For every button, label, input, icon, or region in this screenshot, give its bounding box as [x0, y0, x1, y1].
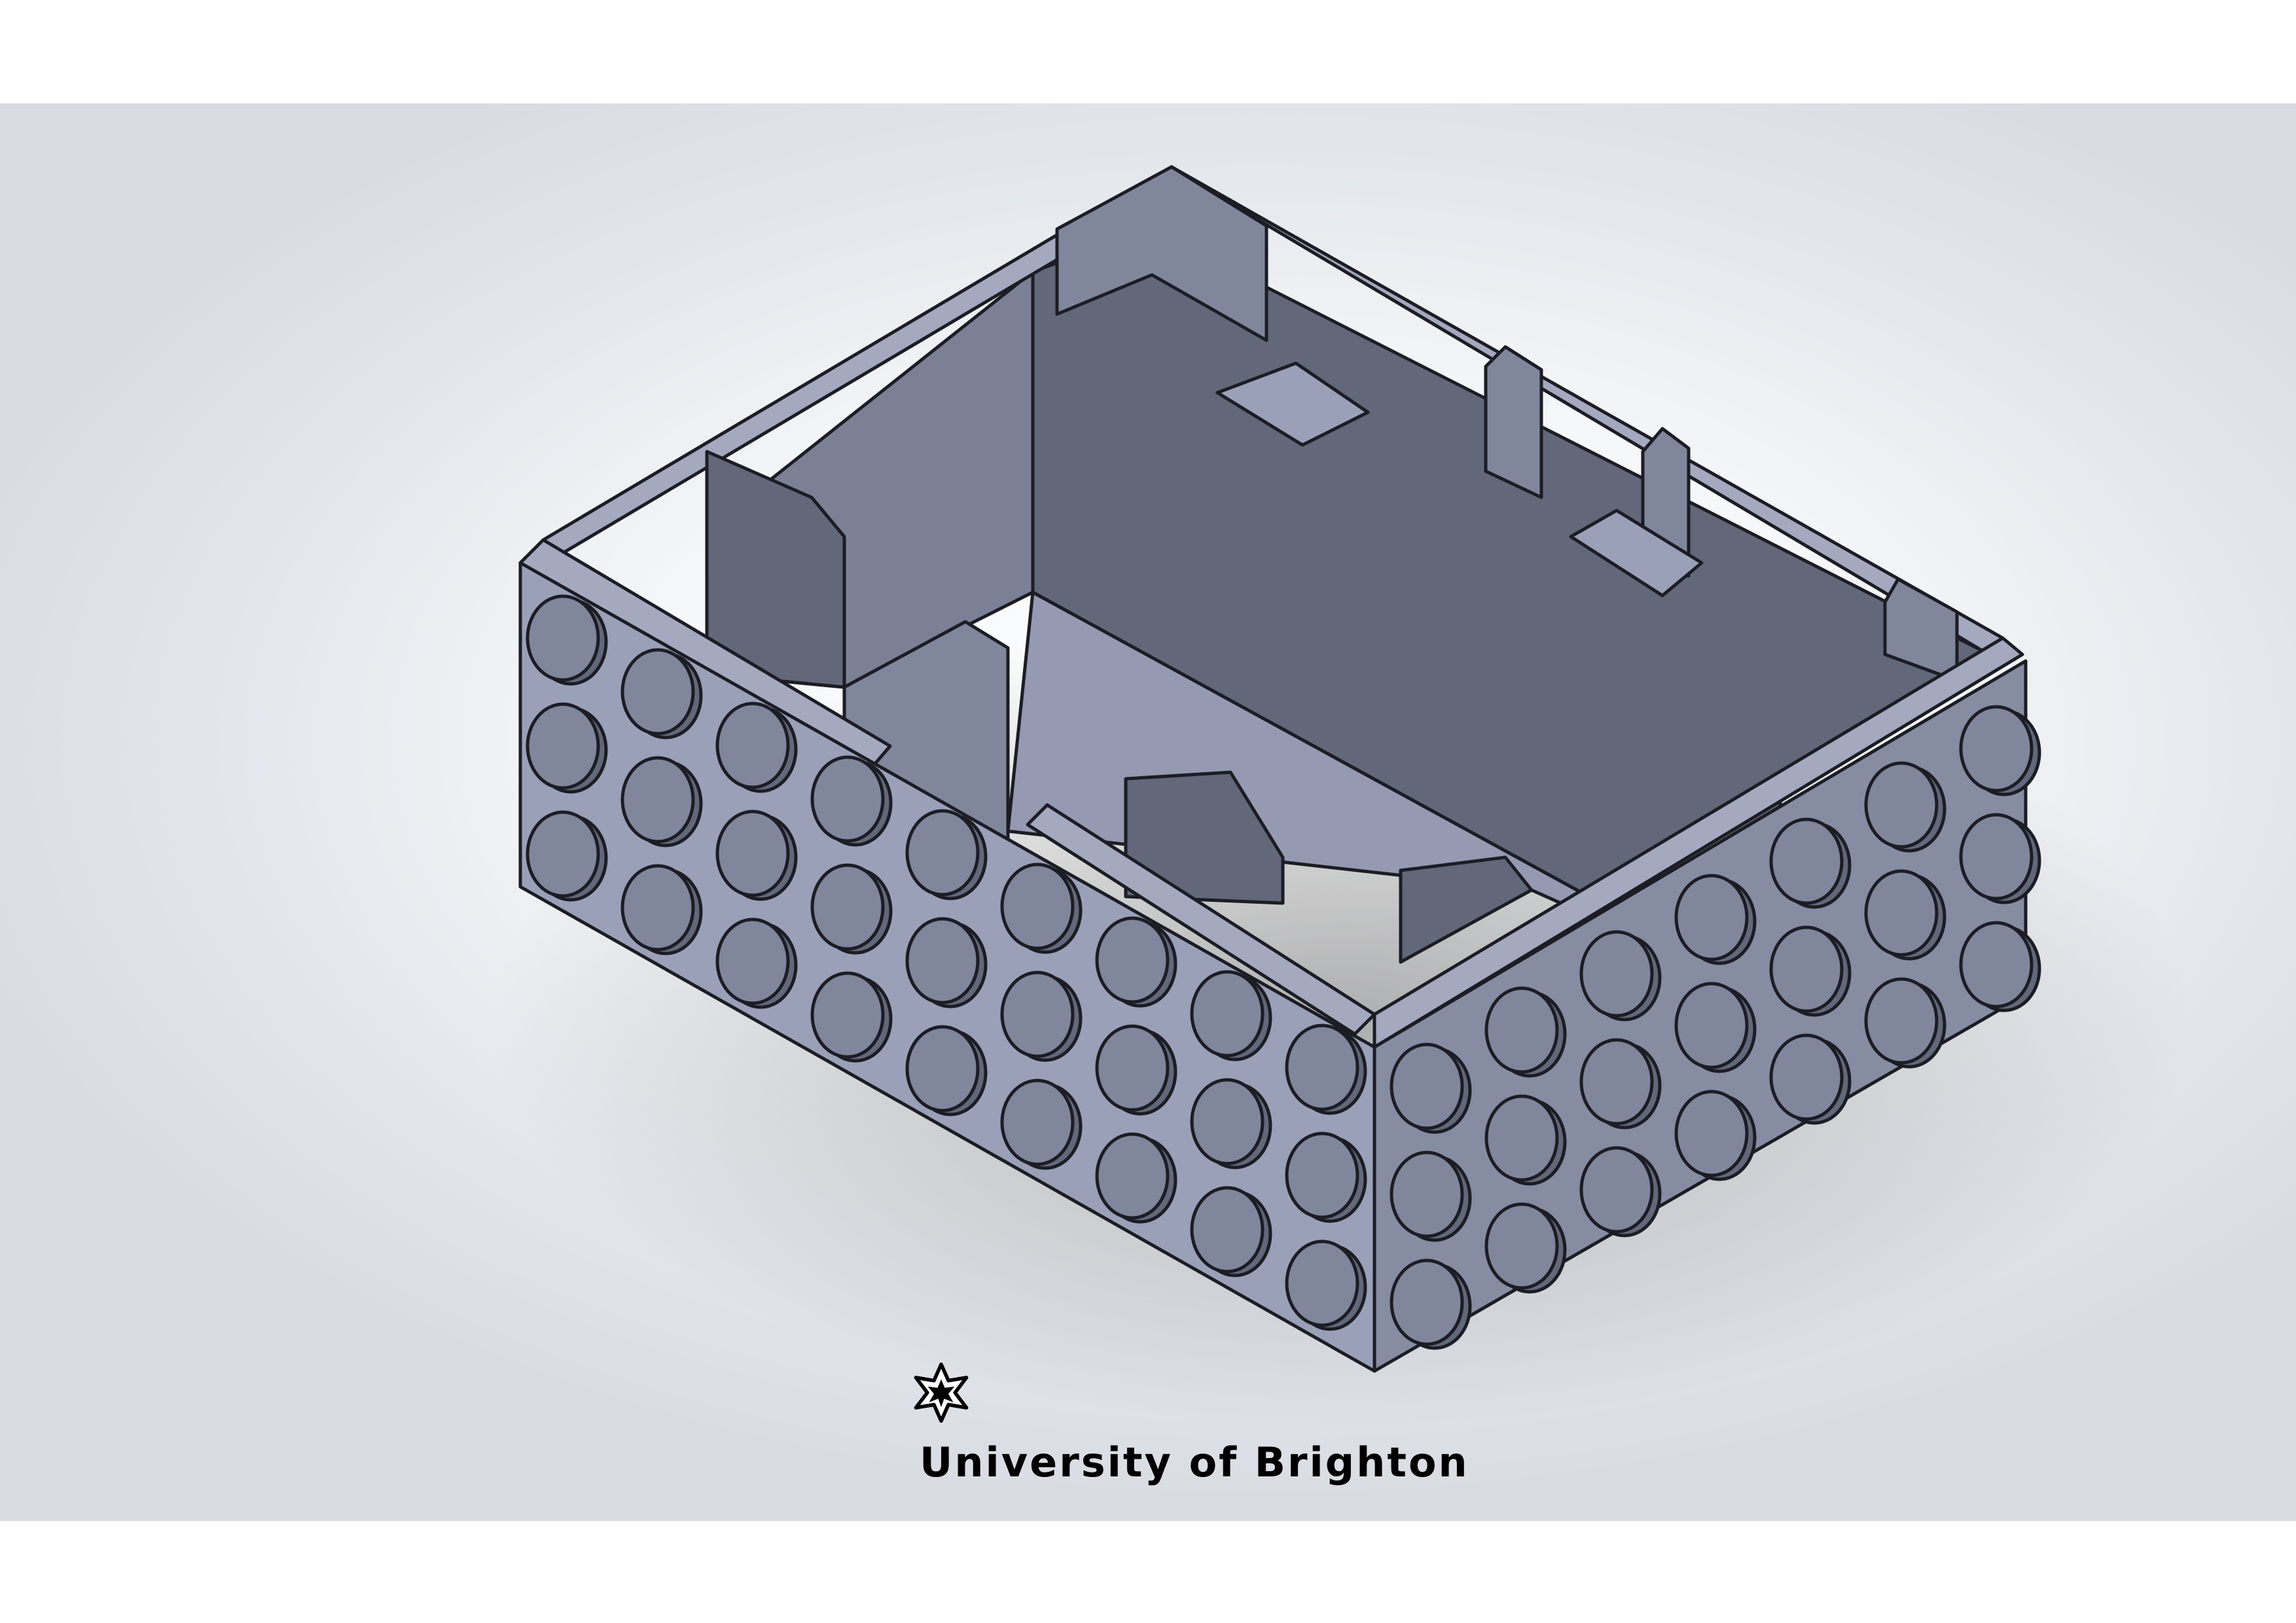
stud [1000, 1079, 1083, 1170]
ledge-front-right [1372, 636, 2024, 1049]
stud [810, 755, 893, 847]
partition-right [1399, 855, 1534, 964]
stud [620, 648, 703, 740]
inner-rib-1 [1215, 361, 1370, 447]
stud [620, 756, 703, 847]
stud [1579, 1038, 1662, 1130]
stud [810, 863, 893, 955]
stud [526, 810, 608, 902]
studs-right [1390, 705, 2041, 1350]
stud [1769, 817, 1852, 909]
stud [1484, 1094, 1567, 1186]
stud [1390, 1150, 1472, 1242]
stud [1285, 1240, 1367, 1331]
rim-tower-1 [1055, 165, 1268, 342]
stud [526, 702, 608, 794]
stud [1285, 1132, 1367, 1223]
stud [1190, 1186, 1272, 1277]
stud [1390, 1043, 1472, 1134]
stud [1674, 874, 1757, 965]
stud [1095, 1024, 1177, 1116]
stud [905, 809, 988, 901]
stud [715, 810, 798, 901]
stud [810, 971, 893, 1063]
studs-left [526, 594, 1367, 1331]
stud [715, 918, 798, 1009]
stud [1390, 1258, 1472, 1350]
stud [1864, 869, 1946, 961]
stud [1769, 1033, 1852, 1125]
stud [1674, 1090, 1757, 1181]
stud [1190, 1078, 1272, 1169]
rim-tower-2 [1484, 345, 1543, 499]
stud [1959, 921, 2041, 1012]
stud [1959, 813, 2041, 904]
university-caption: University of Brighton [920, 1438, 1469, 1486]
stud [1000, 971, 1083, 1062]
stud [1000, 863, 1083, 954]
stud [1095, 1132, 1177, 1224]
stud [1285, 1024, 1367, 1115]
stud [1484, 986, 1567, 1078]
stud [905, 1025, 988, 1116]
stud [1864, 977, 1946, 1069]
stud [1095, 916, 1177, 1008]
stud [1674, 982, 1757, 1073]
stud [526, 594, 608, 686]
stud [1484, 1202, 1567, 1294]
stud [715, 702, 798, 793]
stud [1864, 761, 1946, 853]
stud [1579, 1146, 1662, 1238]
stud [905, 917, 988, 1008]
stud [1769, 925, 1852, 1017]
stud [1190, 970, 1272, 1061]
stud [1959, 705, 2041, 796]
star-icon [914, 1363, 969, 1423]
rim-tower-4 [1883, 577, 1959, 683]
stud [1579, 930, 1662, 1022]
inner-rib-2 [1569, 508, 1704, 597]
stud [620, 864, 703, 955]
